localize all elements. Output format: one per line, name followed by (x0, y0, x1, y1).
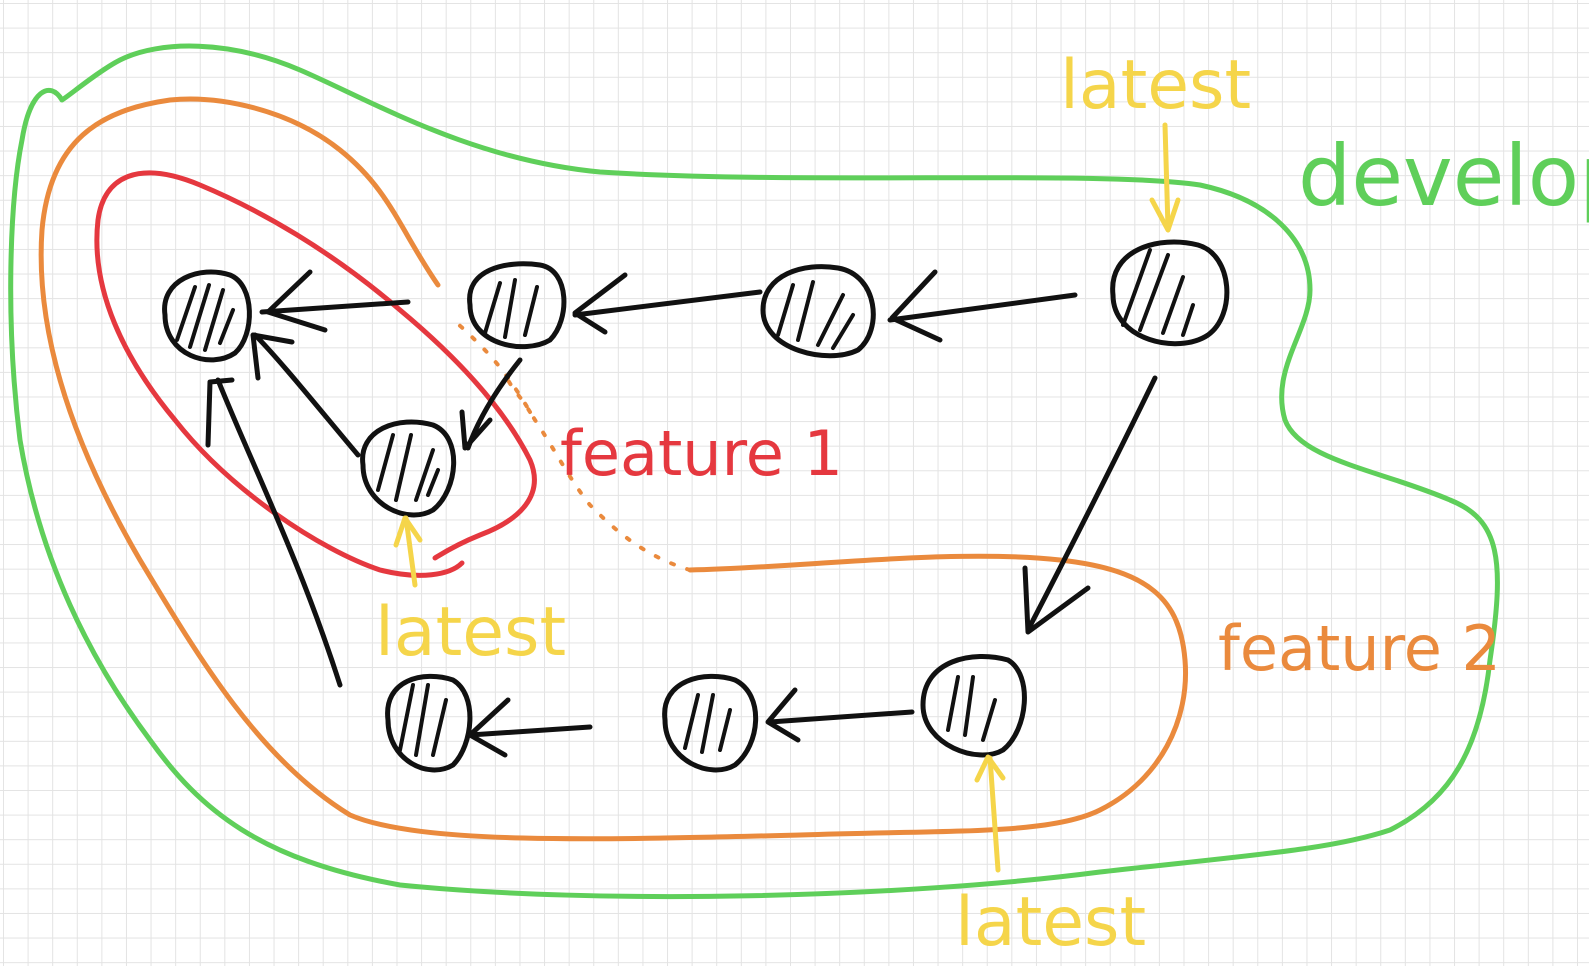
arrow-line (259, 299, 411, 315)
arrow-line (887, 292, 1078, 323)
feature2-dotted-top (503, 370, 532, 414)
arrow-line (252, 332, 361, 458)
arrowhead (250, 332, 295, 381)
develop-boundary (8, 43, 1500, 900)
commit-node (162, 269, 252, 363)
latest-arrow-feature1 (393, 515, 423, 588)
commit-node (467, 261, 567, 349)
latest-arrow-develop (1149, 122, 1181, 233)
arrowhead (265, 269, 328, 333)
arrow-line (467, 724, 593, 738)
develop-label: develop (1298, 127, 1589, 225)
feature1-label: feature 1 (560, 417, 843, 490)
latest-label-feature2: latest (955, 883, 1146, 962)
latest-arrow-feature2 (974, 754, 1006, 873)
arrow-line (767, 709, 915, 725)
commit-node (1110, 239, 1230, 347)
commit-node (385, 673, 473, 773)
feature1-boundary (94, 170, 537, 578)
commit-node (662, 673, 759, 773)
feature2-label: feature 2 (1218, 612, 1501, 685)
arrowhead (459, 409, 493, 451)
arrowhead (467, 697, 511, 758)
latest-label-develop: latest (1060, 46, 1251, 125)
commit-arrows (205, 269, 1158, 758)
commit-node (360, 419, 457, 518)
arrowhead (1022, 565, 1091, 635)
feature2-boundary (38, 96, 1189, 842)
commit-node (920, 653, 1027, 758)
arrowhead (205, 377, 235, 448)
arrow-line (215, 377, 343, 688)
arrow-line (1025, 375, 1158, 633)
commit-node (760, 264, 876, 359)
feature2-dotted-continuation (453, 320, 692, 572)
arrowhead (889, 269, 943, 343)
arrowhead (765, 687, 801, 743)
latest-label-feature1: latest (375, 593, 566, 672)
arrowhead (572, 272, 628, 335)
arrow-line (572, 289, 763, 318)
